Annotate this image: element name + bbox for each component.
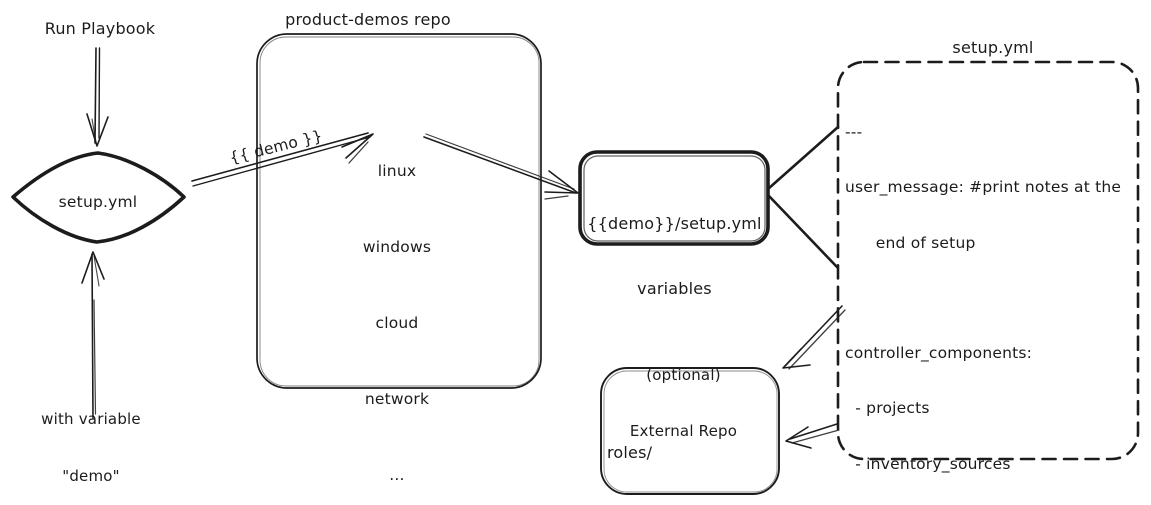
yaml-line: - inventory_sources bbox=[845, 454, 1011, 473]
with-variable-line1: with variable bbox=[41, 410, 141, 428]
setup-yml-title: setup.yml bbox=[952, 38, 1034, 57]
external-repo-title-line2: External Repo bbox=[629, 421, 738, 440]
arrow-linux-variables bbox=[423, 133, 579, 200]
yaml-line: --- bbox=[845, 123, 863, 141]
arrow-projects-external bbox=[782, 305, 846, 370]
repo-item-network: network bbox=[364, 390, 430, 408]
arrow-jobtemplates-external bbox=[785, 423, 840, 449]
variables-box-line2: variables bbox=[637, 278, 712, 298]
variables-box-label: {{demo}}/setup.yml variables bbox=[583, 170, 766, 342]
connector-variables-setup bbox=[766, 125, 840, 269]
yaml-line: controller_components: bbox=[845, 344, 1033, 363]
repo-item-more: ... bbox=[389, 466, 405, 484]
external-repo-title: (optional) External Repo bbox=[601, 329, 766, 477]
external-repo-item-roles: roles/ bbox=[607, 443, 653, 462]
yaml-line: end of setup bbox=[845, 233, 976, 252]
arrow-demo bbox=[191, 132, 374, 187]
yaml-line bbox=[845, 289, 1137, 308]
arrow-run-playbook bbox=[86, 47, 109, 147]
variables-box-line1: {{demo}}/setup.yml bbox=[587, 214, 762, 233]
diamond-label: setup.yml bbox=[58, 193, 138, 211]
repo-item-windows: windows bbox=[362, 238, 432, 256]
run-playbook-label: Run Playbook bbox=[44, 19, 156, 38]
external-repo-title-line1: (optional) bbox=[646, 366, 721, 384]
repo-item-linux: linux bbox=[377, 162, 417, 180]
arrow-with-variable bbox=[81, 251, 105, 419]
yaml-line: user_message: #print notes at the bbox=[845, 178, 1122, 197]
with-variable-label: with variable "demo" bbox=[16, 372, 166, 505]
diamond-shape bbox=[11, 151, 186, 244]
setup-yml-box bbox=[836, 60, 1140, 461]
repo-item-cloud: cloud bbox=[375, 314, 419, 332]
repo-item-list: linux windows cloud network ... bbox=[337, 126, 457, 505]
variables-box bbox=[578, 150, 770, 246]
yaml-line: - projects bbox=[845, 399, 930, 418]
external-repo-box bbox=[600, 367, 780, 495]
with-variable-line2: "demo" bbox=[62, 467, 120, 485]
repo-title: product-demos repo bbox=[285, 10, 451, 29]
setup-yml-content: --- user_message: #print notes at the en… bbox=[845, 87, 1137, 505]
repo-box bbox=[256, 33, 542, 389]
external-repo-content: roles/ playbooks/ .... bbox=[607, 402, 757, 505]
